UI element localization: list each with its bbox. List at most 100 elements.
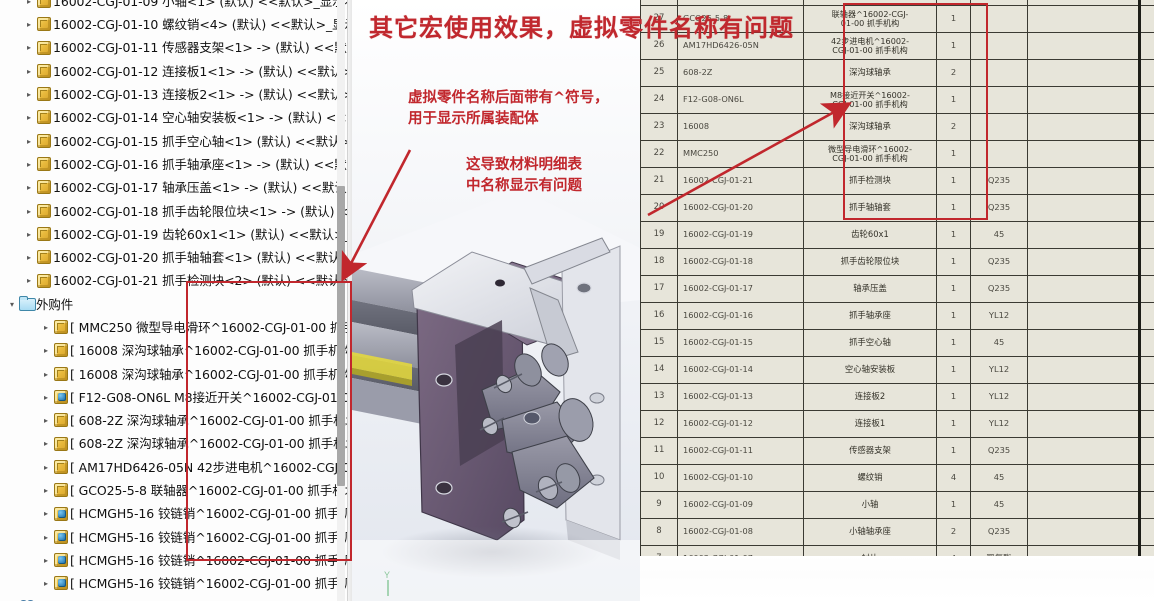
feature-manager-tree-panel[interactable]: ▸16002-CGJ-01-09 小轴<1> (默认) <<默认>_显示状▸16… [0,0,352,601]
tree-item[interactable]: ▸ [ HCMGH5-16 铰链销^16002-CGJ-01-00 抓手机 [0,525,352,548]
chevron-right-icon[interactable]: ▸ [43,509,48,519]
feature-tree-scrollbar[interactable] [337,0,345,601]
tree-item[interactable]: ▸[ F12-G08-ON6L M8接近开关^16002-CGJ-01-0 [0,385,350,408]
chevron-right-icon[interactable]: ▸ [43,555,48,565]
chevron-right-icon[interactable]: ▸ [6,596,18,601]
tree-item[interactable]: ▸16002-CGJ-01-12 连接板1<1> -> (默认) <<默认>_ [0,59,352,82]
feature-tree-list[interactable]: ▸16002-CGJ-01-09 小轴<1> (默认) <<默认>_显示状▸16… [0,0,352,601]
chevron-right-icon[interactable]: ▸ [43,346,48,356]
tree-item[interactable]: ▸16002-CGJ-01-19 齿轮60x1<1> (默认) <<默认>_显 [0,222,352,245]
chevron-right-icon[interactable]: ▸ [26,206,31,216]
tree-item[interactable]: ▸16002-CGJ-01-20 抓手轴轴套<1> (默认) <<默认>_显 [0,245,352,268]
tree-item[interactable]: ▸16002-CGJ-01-11 传感器支架<1> -> (默认) <<默认 [0,36,352,59]
bom-cell-code: 16002-CGJ-01-14 [677,356,804,384]
tree-item[interactable]: ▸[ HCMGH5-16 铰链销^16002-CGJ-01-00 抓手机 [0,571,352,594]
tree-item[interactable]: ▸16002-CGJ-01-18 抓手齿轮限位块<1> -> (默认) << [0,199,352,222]
bom-cell-note [1027,140,1154,168]
tree-item[interactable]: ▸16002-CGJ-01-16 抓手轴承座<1> -> (默认) <<默认 [0,152,352,175]
chevron-right-icon[interactable]: ▸ [26,113,31,123]
tree-item[interactable]: ▸[ HCMGH5-16 铰链销^16002-CGJ-01-00 抓手机 [0,548,352,571]
tree-item[interactable]: ▸16002-CGJ-01-10 螺纹销<4> (默认) <<默认>_显示状 [0,12,352,35]
tree-item[interactable]: ▸ [ GCO25-5-8 联轴器^16002-CGJ-01-00 抓手机木 [0,478,352,501]
chevron-right-icon[interactable]: ▸ [26,0,31,6]
chevron-right-icon[interactable]: ▸ [26,276,31,286]
bom-cell-note [1027,221,1154,249]
chevron-right-icon[interactable]: ▸ [43,392,48,402]
scrollbar-thumb[interactable] [337,186,345,486]
part-icon [35,16,53,32]
chevron-right-icon[interactable]: ▸ [26,229,31,239]
tree-item[interactable]: ▸[ 16008 深沟球轴承^16002-CGJ-01-00 抓手机构 [0,362,352,385]
chevron-down-icon[interactable]: ▾ [9,299,14,309]
bom-cell-name: 微型导电滑环^16002-CGJ-01-00 抓手机构 [803,140,937,168]
chevron-right-icon[interactable]: ▸ [26,136,31,146]
chevron-right-icon[interactable]: ▸ [26,66,31,76]
tree-item[interactable]: ▾外购件 [0,292,345,315]
tree-item[interactable]: ▸16002-CGJ-01-15 抓手空心轴<1> (默认) <<默认>_显 [0,129,352,152]
bom-cell-name: 抓手检测块 [803,167,937,195]
chevron-right-icon[interactable]: ▸ [26,253,31,263]
bom-cell-code: 16002-CGJ-01-20 [677,194,804,222]
bom-cell-code: 16002-CGJ-01-19 [677,221,804,249]
bom-cell-material: 45 [970,491,1028,519]
tree-item[interactable]: ▸[ MMC250 微型导电滑环^16002-CGJ-01-00 抓手 [0,315,352,338]
tree-item[interactable]: ▸配合 [0,595,345,601]
part-icon [52,436,70,451]
tree-item[interactable]: ▸16002-CGJ-01-17 轴承压盖<1> -> (默认) <<默认>_ [0,175,352,198]
tree-item-label: [ GCO25-5-8 联轴器^16002-CGJ-01-00 抓手机木 [70,483,352,499]
tree-item[interactable]: ▸16002-CGJ-01-21 抓手检测块<2> (默认) <<默认>_显 [0,269,352,292]
bom-cell-no: 12 [640,410,678,438]
chevron-right-icon[interactable]: ▸ [43,532,48,542]
chevron-right-icon[interactable]: ▸ [26,159,31,169]
tree-item[interactable]: ▸[ 16008 深沟球轴承^16002-CGJ-01-00 抓手机构 [0,338,352,361]
bom-cell-code: F12-G08-ON6L [677,86,804,114]
tree-item-label: [ HCMGH5-16 铰链销^16002-CGJ-01-00 抓手机 [70,529,352,545]
bom-cell-note [1027,518,1154,546]
tree-item[interactable]: ▸16002-CGJ-01-13 连接板2<1> -> (默认) <<默认>_ [0,82,352,105]
chevron-right-icon[interactable]: ▸ [43,323,48,332]
chevron-right-icon[interactable]: ▸ [43,439,48,449]
tree-item[interactable]: ▸16002-CGJ-01-14 空心轴安装板<1> -> (默认) <<默 [0,105,352,128]
chevron-right-icon[interactable]: ▸ [26,90,31,100]
chevron-right-icon[interactable]: ▸ [43,579,48,589]
bom-cell-qty: 1 [936,86,971,114]
chevron-right-icon[interactable]: ▸ [26,20,31,30]
chevron-right-icon[interactable]: ▸ [43,486,48,496]
3d-viewport[interactable]: Y [352,0,640,601]
chevron-right-icon[interactable]: ▸ [43,416,48,426]
tree-item[interactable]: ▸[ AM17HD6426-05N 42步进电机^16002-CGJ-0 [0,455,350,478]
part-icon [52,319,70,335]
tree-item[interactable]: ▸[ 608-2Z 深沟球轴承^16002-CGJ-01-00 抓手机木 [0,432,352,455]
chevron-right-icon[interactable]: ▸ [43,369,48,379]
tree-item[interactable]: ▸[ HCMGH5-16 铰链销^16002-CGJ-01-00 抓手机 [0,502,352,525]
chevron-right-icon[interactable]: ▸ [26,183,31,193]
bom-cell-qty: 1 [936,491,971,519]
tree-item[interactable]: ▸16002-CGJ-01-09 小轴<1> (默认) <<默认>_显示状 [0,0,352,12]
chevron-right-icon[interactable]: ▸ [26,43,31,53]
tree-item[interactable]: ▸[ 608-2Z 深沟球轴承^16002-CGJ-01-00 抓手机木 [0,408,352,431]
bom-cell-qty: 1 [936,383,971,411]
chevron-right-icon[interactable]: ▸ [43,462,48,472]
